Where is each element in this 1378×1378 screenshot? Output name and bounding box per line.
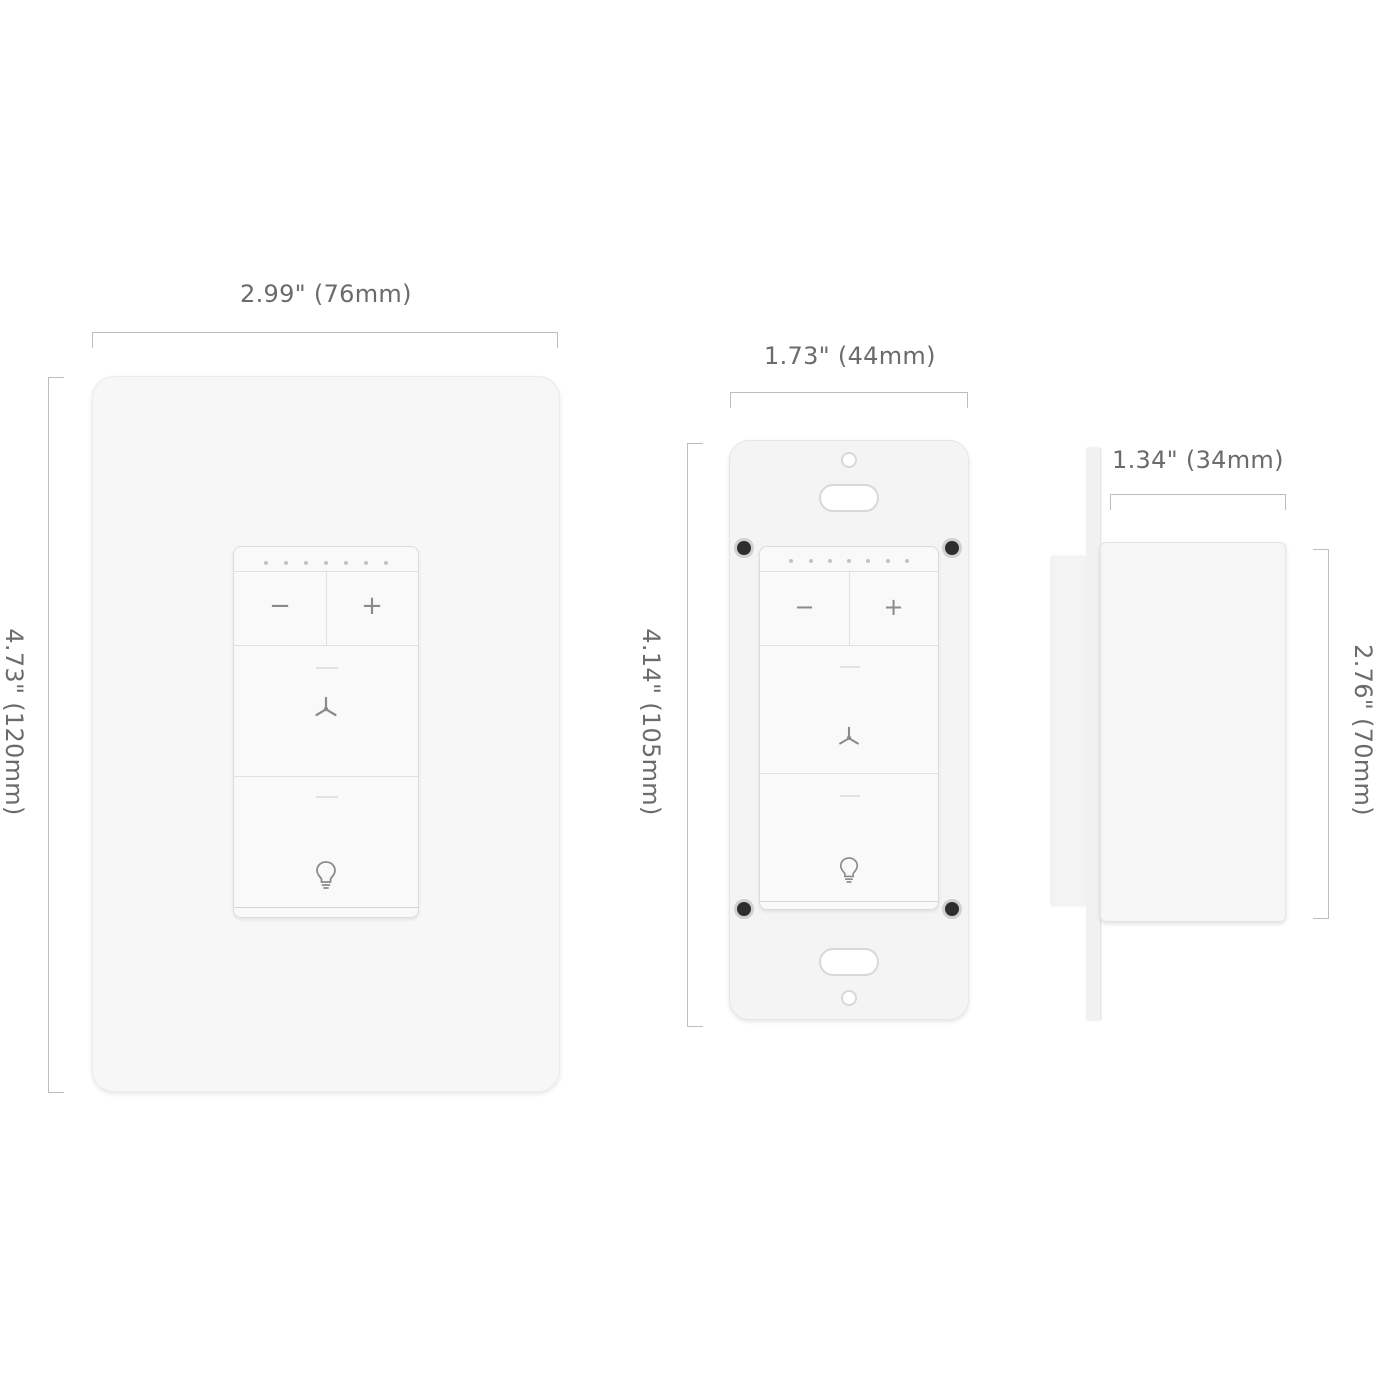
minus-button[interactable]: − (794, 593, 815, 621)
fan-button[interactable] (760, 723, 938, 753)
plate-width-bracket (92, 332, 558, 348)
bulb-icon (316, 861, 336, 889)
indicator-dot (866, 559, 871, 563)
screw (737, 902, 751, 916)
plus-button[interactable]: + (883, 593, 904, 621)
divider (234, 645, 418, 646)
yoke-width-bracket (730, 392, 968, 408)
screw (737, 541, 751, 555)
light-button[interactable] (234, 859, 418, 895)
divider (234, 776, 418, 777)
fan-icon (839, 726, 859, 745)
fan-button-tick (840, 666, 860, 668)
light-button[interactable] (760, 855, 938, 887)
bulb-icon (839, 857, 859, 883)
plate-height-label: 4.73" (120mm) (0, 628, 28, 816)
indicator-dot (304, 561, 308, 565)
fan-button-tick (316, 667, 338, 669)
bottom-edge (760, 901, 938, 902)
indicator-dots (760, 559, 938, 563)
fan-icon (315, 696, 337, 717)
plate-height-bracket (48, 377, 64, 1093)
fan-button[interactable] (234, 693, 418, 733)
plate-width-label: 2.99" (76mm) (240, 280, 412, 308)
divider (760, 645, 938, 646)
switch-front-small: − + (759, 546, 939, 910)
bottom-hole (841, 990, 857, 1006)
light-button-tick (840, 795, 860, 797)
plus-button[interactable]: + (361, 591, 383, 621)
indicator-dots (234, 561, 418, 565)
indicator-dot (789, 559, 794, 563)
indicator-dot (364, 561, 368, 565)
depth-label: 1.34" (34mm) (1112, 446, 1284, 474)
indicator-dot (904, 559, 909, 563)
button-split (326, 571, 327, 645)
yoke-side-edge (1086, 448, 1100, 1020)
switch-side-face (1052, 556, 1086, 906)
top-mount-slot (819, 484, 879, 512)
indicator-dot (885, 559, 890, 563)
indicator-dot (847, 559, 851, 563)
divider (760, 773, 938, 774)
bottom-edge (234, 907, 418, 908)
screw (945, 541, 959, 555)
body-height-bracket (1313, 549, 1329, 919)
indicator-dot (827, 559, 832, 563)
bottom-mount-slot (819, 948, 879, 976)
switch-front-large: − + (233, 546, 419, 918)
button-split (849, 571, 850, 645)
depth-bracket (1110, 494, 1286, 510)
body-height-label: 2.76" (70mm) (1349, 644, 1377, 816)
indicator-dot (264, 561, 268, 565)
indicator-dot (284, 561, 288, 565)
switch-side-body (1100, 542, 1286, 922)
light-button-tick (316, 796, 338, 798)
yoke-width-label: 1.73" (44mm) (764, 342, 936, 370)
indicator-dot (344, 561, 348, 565)
top-hole (841, 452, 857, 468)
indicator-dot (808, 559, 813, 563)
yoke-height-label: 4.14" (105mm) (637, 628, 665, 816)
screw (945, 902, 959, 916)
minus-button[interactable]: − (269, 591, 291, 621)
yoke-height-bracket (687, 443, 703, 1027)
indicator-dot (324, 561, 328, 565)
indicator-dot (384, 561, 388, 565)
